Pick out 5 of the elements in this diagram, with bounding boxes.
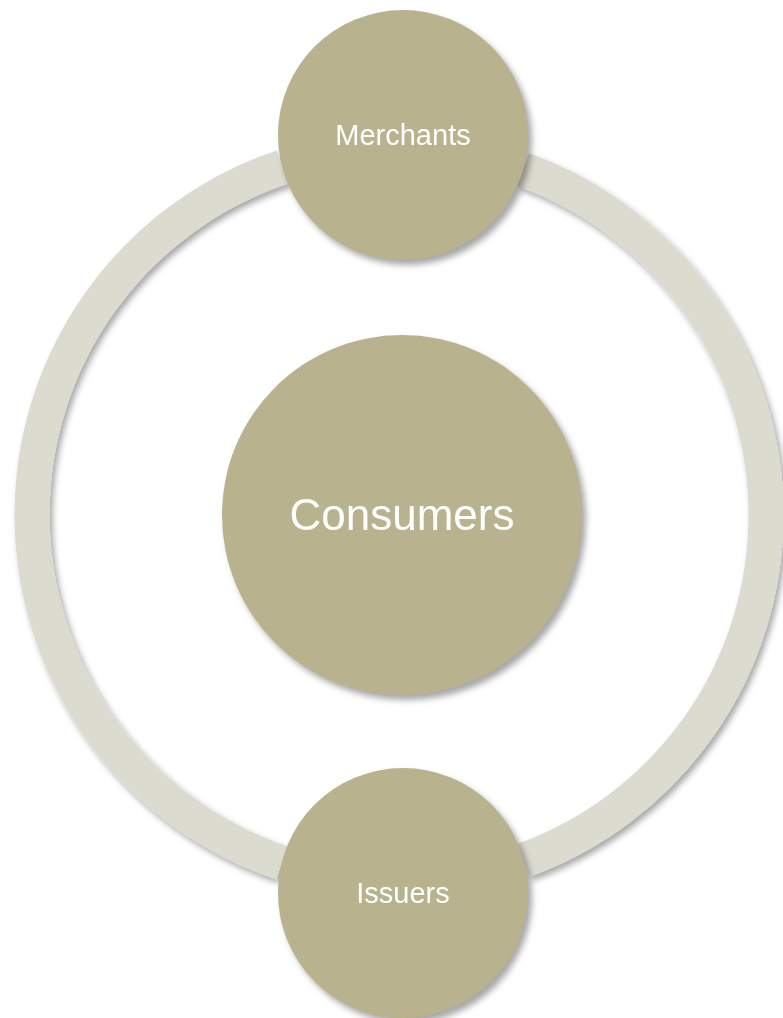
ring-arc-connector <box>14 150 289 879</box>
ring-arc-connector <box>516 153 783 877</box>
node-label: Issuers <box>356 876 450 910</box>
node-label: Consumers <box>289 490 515 540</box>
node-label: Merchants <box>335 118 471 152</box>
